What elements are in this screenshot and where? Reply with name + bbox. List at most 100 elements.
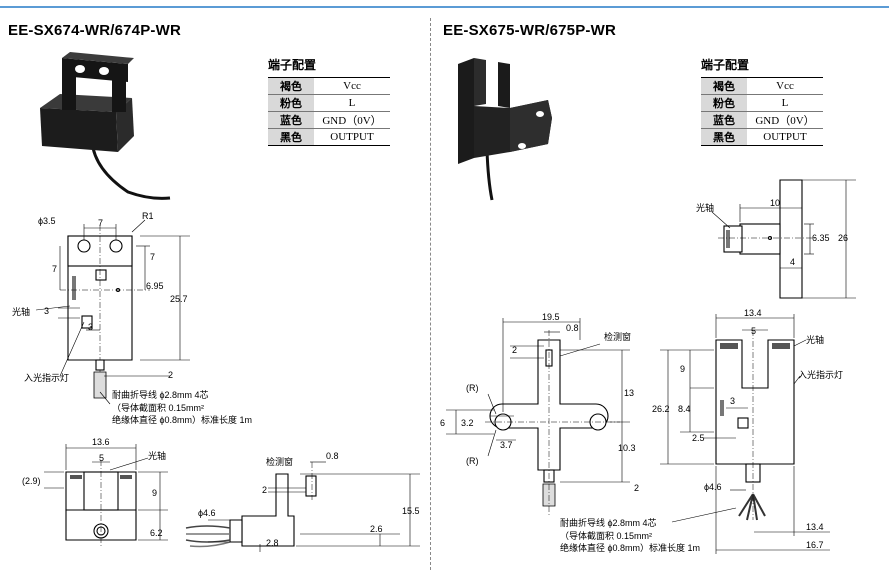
wire-signal: Vcc [314, 77, 390, 95]
optical-axis-label: 光轴 [12, 306, 30, 317]
dim-label: 9 [152, 488, 157, 498]
dim-label: ϕ4.6 [704, 482, 722, 492]
wire-signal: OUTPUT [330, 131, 374, 143]
indicator-lamp-label: 入光指示灯 [798, 369, 843, 380]
optical-axis-label: 光轴 [806, 334, 824, 345]
dim-label: 2.8 [266, 538, 279, 548]
dim-label: 26.2 [652, 404, 670, 414]
dim-label: 2 [168, 370, 173, 380]
dim-label: 26 [838, 233, 848, 243]
cable-spec-line: 耐曲折导线 ϕ2.8mm 4芯 [560, 517, 657, 528]
dim-label: 8.4 [678, 404, 691, 414]
cable-spec-line: 绝缘体直径 ϕ0.8mm）标准长度 1m [560, 542, 700, 553]
right-model-title: EE-SX675-WR/675P-WR [443, 22, 617, 39]
left-product-photo [40, 52, 171, 200]
wire-signal: L [747, 94, 823, 112]
wire-color: 粉色 [701, 94, 747, 112]
dim-label: 25.7 [170, 294, 188, 304]
right-side-view: 13.4 5 光轴 9 入光指示灯 26.2 8.4 3 2.5 ϕ4.6 13… [560, 308, 843, 554]
top-rule [0, 6, 889, 8]
dim-label: 3.2 [461, 418, 474, 428]
pin-config-heading: 端子配置 [268, 58, 317, 72]
wire-color: 粉色 [268, 94, 314, 112]
radius-label: (R) [466, 456, 479, 466]
dim-label: 13 [624, 388, 634, 398]
dim-label: 13.4 [744, 308, 762, 318]
dim-label: 2 [262, 485, 267, 495]
left-front-view: ϕ3.5 7 R1 7 7 6.95 25.7 3 3 2 光轴 入光指示灯 耐… [12, 211, 252, 425]
dim-hole-diameter: ϕ3.5 [38, 216, 56, 226]
optical-axis-label: 光轴 [148, 450, 166, 461]
wire-color: 蓝色 [268, 111, 314, 129]
wire-color: 蓝色 [701, 111, 747, 129]
right-top-view: 光轴 10 6.35 26 4 [696, 179, 856, 299]
radius-label: (R) [466, 383, 479, 393]
right-front-view: 19.5 0.8 检测窗 2 13 (R) (R) 6 3.2 3.7 10.3… [440, 312, 639, 515]
wire-color: 黑色 [268, 128, 314, 146]
dim-label: ϕ4.6 [198, 508, 216, 518]
left-side-view: 检测窗 0.8 2 ϕ4.6 2.8 15.5 2.6 [185, 451, 420, 552]
dim-label: 5 [751, 326, 756, 336]
cable-spec-line: 绝缘体直径 ϕ0.8mm）标准长度 1m [112, 414, 252, 425]
pin-config-heading: 端子配置 [701, 58, 750, 72]
dim-label: 6.35 [812, 233, 830, 243]
wire-signal: GND（0V） [314, 111, 390, 129]
dim-label: 7 [52, 264, 57, 274]
cable-spec-line: （导体截面积 0.15mm² [560, 530, 652, 541]
right-product-photo [458, 58, 552, 201]
dim-label: 6.2 [150, 528, 163, 538]
dim-label: 2 [512, 345, 517, 355]
dim-radius: R1 [142, 211, 154, 221]
dim-label: 7 [150, 252, 155, 262]
dim-label: 5 [99, 453, 104, 463]
pin-row: 黑色 OUTPUT [268, 128, 390, 146]
optical-axis-label: 光轴 [696, 202, 714, 213]
dim-label: 15.5 [402, 506, 420, 516]
dim-label: 4 [790, 257, 795, 267]
wire-signal: OUTPUT [763, 131, 807, 143]
dim-label: 7 [98, 218, 103, 228]
dim-label: 3 [88, 322, 93, 332]
wire-signal: GND（0V） [747, 111, 823, 129]
dim-label: 0.8 [326, 451, 339, 461]
detection-window-label: 检测窗 [604, 331, 631, 342]
dim-label: 9 [680, 364, 685, 374]
dim-label: 3.7 [500, 440, 513, 450]
dim-label: 10.3 [618, 443, 636, 453]
cable-spec-line: （导体截面积 0.15mm² [112, 402, 204, 413]
dim-label: 3 [730, 396, 735, 406]
pin-row: 黑色 OUTPUT [701, 128, 823, 146]
detection-window-label: 检测窗 [266, 456, 293, 467]
dim-label: 0.8 [566, 323, 579, 333]
dim-label: 2.6 [370, 524, 383, 534]
dim-label: (2.9) [22, 476, 41, 486]
dim-label: 2 [634, 483, 639, 493]
dim-label: 6 [440, 418, 445, 428]
wire-color: 褐色 [701, 77, 747, 95]
dim-label: 13.4 [806, 522, 824, 532]
left-model-title: EE-SX674-WR/674P-WR [8, 22, 182, 39]
left-bottom-view: 13.6 5 光轴 (2.9) 9 6.2 [22, 437, 168, 548]
dim-label: 2.5 [692, 433, 705, 443]
dim-label: 10 [770, 198, 780, 208]
dim-label: 16.7 [806, 540, 824, 550]
wire-color: 黑色 [701, 128, 747, 146]
cable-spec-line: 耐曲折导线 ϕ2.8mm 4芯 [112, 389, 209, 400]
dim-label: 3 [44, 306, 49, 316]
wire-color: 褐色 [268, 77, 314, 95]
wire-signal: L [314, 94, 390, 112]
dim-label: 19.5 [542, 312, 560, 322]
indicator-lamp-label: 入光指示灯 [24, 372, 69, 383]
dim-label: 13.6 [92, 437, 110, 447]
